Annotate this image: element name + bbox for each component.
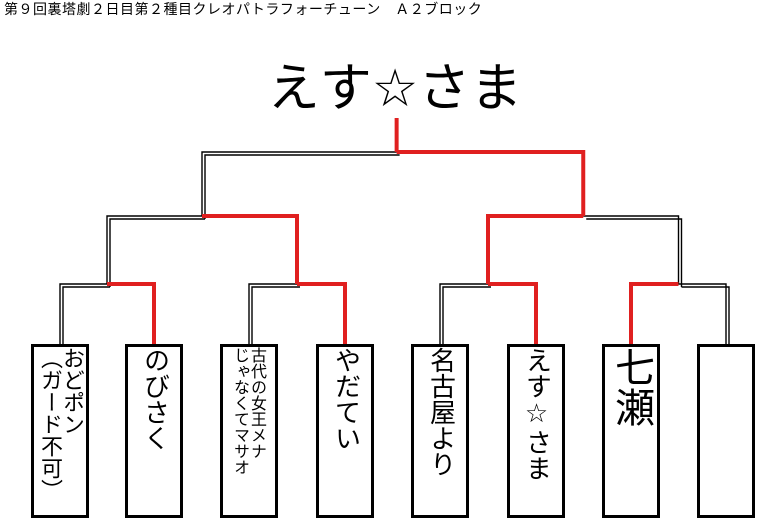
entrant-box-2: のびさく [125, 344, 183, 518]
r1-line-7 [678, 283, 727, 344]
entrant-name-line: のびさく [139, 347, 170, 451]
r1-line-3 [297, 282, 347, 344]
r1-line-6 [629, 282, 679, 344]
r1-line-2 [248, 283, 297, 344]
losing-paths [59, 151, 730, 347]
entrant-name-line: （ガード不可） [37, 347, 62, 501]
entrant-name-line: えす☆さま [521, 347, 552, 481]
r2-line-0 [106, 215, 202, 284]
r1-line-1 [107, 282, 156, 344]
entrant-name-line: 名古屋より [425, 347, 456, 477]
r1-line-5 [488, 282, 538, 344]
entrant-name-line: やだてい [330, 347, 361, 451]
final-line-0-shadow [204, 154, 400, 219]
r2-line-3 [583, 215, 680, 284]
final-line-1 [396, 150, 586, 216]
entrant-name-line: 古代の女王メナ [248, 347, 267, 459]
r1-line-4-shadow [442, 286, 491, 347]
r2-line-3-shadow [586, 218, 683, 287]
r1-line-4 [439, 283, 488, 344]
r2-line-2 [486, 214, 584, 284]
champion-name: えす☆さま [267, 59, 523, 119]
r2-line-0-shadow [109, 218, 205, 287]
entrant-box-3: 古代の女王メナじゃなくてマサオ [220, 344, 278, 518]
entrant-box-6: えす☆さま [507, 344, 565, 518]
r1-line-2-shadow [251, 286, 300, 347]
r1-line-0 [59, 283, 107, 344]
r1-line-7-shadow [681, 286, 730, 347]
entrant-name-line: じゃなくてマサオ [231, 347, 250, 475]
entrant-box-7: 七瀬 [602, 344, 660, 518]
entrant-name-line: おどポン [59, 347, 84, 435]
bracket-title: 第９回裏塔劇２日目第２種目クレオパトラフォーチューン Ａ２ブロック [4, 2, 483, 18]
entrant-name-line: 七瀬 [608, 347, 654, 427]
r2-line-1 [202, 214, 299, 284]
entrant-box-5: 名古屋より [411, 344, 469, 518]
winning-paths [107, 118, 679, 344]
final-line-0 [201, 151, 397, 216]
entrant-box-4: やだてい [316, 344, 374, 518]
entrant-box-8 [697, 344, 755, 518]
entrant-box-1: おどポン（ガード不可） [31, 344, 89, 518]
r1-line-0-shadow [62, 286, 110, 347]
